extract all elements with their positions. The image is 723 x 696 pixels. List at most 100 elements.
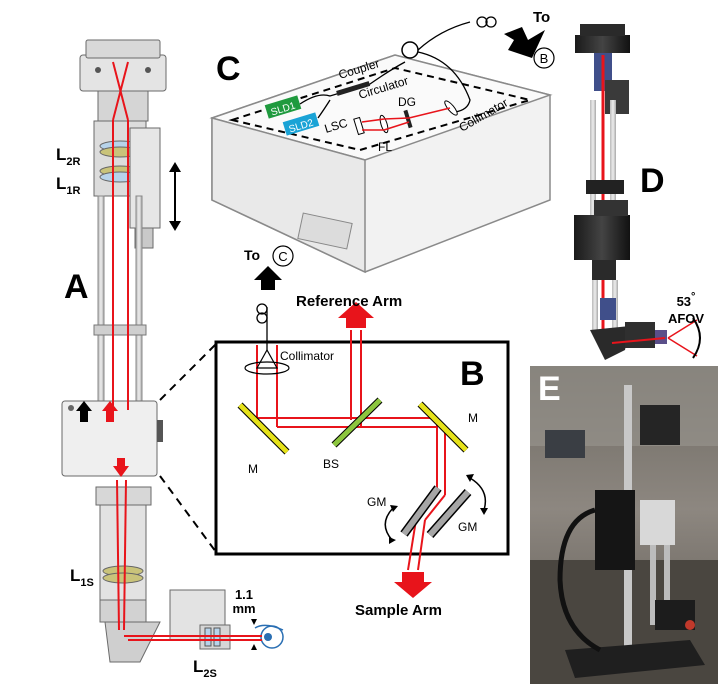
engine-dashed-outline <box>228 66 534 152</box>
label-target-c: C <box>278 249 287 264</box>
pupil-marker-top <box>251 619 257 625</box>
photo-top-stage <box>640 405 680 445</box>
label-to-b: To <box>533 9 550 26</box>
side-connector <box>157 420 163 442</box>
panel-b-schematic <box>214 266 510 598</box>
rotate-arrowhead-icon <box>480 508 488 515</box>
arrow-up-icon <box>169 162 181 172</box>
label-l2r: L2R <box>56 145 81 168</box>
lsc-camera <box>353 116 365 136</box>
fiber-loop-icon <box>476 16 488 28</box>
label-l2s: L2S <box>193 657 217 680</box>
sample-lens-tube <box>99 504 147 601</box>
fiber-loop-icon <box>485 16 497 28</box>
collimator-cone <box>255 348 279 369</box>
beamsplitter-bs-fill <box>332 398 382 447</box>
rail-left <box>97 195 105 403</box>
label-galvo-1: GM <box>367 495 386 509</box>
lens-l1s-rear <box>102 572 144 584</box>
d-top-cap <box>580 24 625 36</box>
top-clamp <box>85 39 161 59</box>
top-mount <box>79 54 167 92</box>
fiber-loop-icon <box>256 303 268 315</box>
d-cube-top <box>594 200 628 216</box>
label-mirror-left: M <box>248 462 258 476</box>
d-fold-block <box>590 326 630 360</box>
arrow-down-icon <box>169 221 181 231</box>
fiber-to-b <box>417 21 471 51</box>
afov-ray-bottom <box>667 337 698 357</box>
arrow-to-b-icon <box>504 27 545 58</box>
panel-a-device <box>61 39 284 663</box>
afov-label: AFOV <box>668 311 704 326</box>
sample-tube-collar <box>95 486 152 506</box>
sld2-box <box>282 112 320 136</box>
pupil-size-unit: mm <box>232 601 255 616</box>
d-rail-left <box>590 100 596 240</box>
eyelid-icon <box>254 624 284 631</box>
panel-b-beams <box>256 330 446 571</box>
label-beamsplitter: BS <box>323 457 339 471</box>
label-lsc: LSC <box>323 116 350 136</box>
galvo-mirror-2-fill <box>427 490 471 537</box>
fiber-sld2 <box>317 99 331 119</box>
d-clamp <box>586 180 624 194</box>
galvo-mirror-1-fill <box>401 486 441 536</box>
down-arrow-red <box>113 458 129 477</box>
circulator-component <box>401 41 419 59</box>
rail-clamp <box>93 324 147 336</box>
photo-cable <box>557 507 602 653</box>
up-arrow-red <box>102 401 118 422</box>
panel-c-engine <box>209 16 553 274</box>
label-dg: DG <box>398 95 416 109</box>
fiber-to-collimator <box>417 51 471 113</box>
eyepiece-tube <box>97 90 149 122</box>
d-collar <box>592 260 616 280</box>
scan-mount <box>99 599 147 623</box>
afov-arc <box>692 317 701 359</box>
screw-icon <box>145 67 151 73</box>
screw-icon <box>95 67 101 73</box>
fiber-loop-icon <box>256 312 268 324</box>
panel-d-device <box>574 24 701 360</box>
mirror-left-fill <box>238 403 289 454</box>
zoom-line-bottom <box>159 475 217 553</box>
panel-a-letter: A <box>64 268 89 306</box>
afov-value: 53° <box>677 291 696 309</box>
d-cube <box>574 215 630 260</box>
panel-a-beams <box>112 61 262 641</box>
d-beam-out <box>611 337 666 344</box>
fold-mirror-block <box>104 621 161 663</box>
sample-arm-arrow <box>394 572 432 598</box>
d-objective <box>655 330 667 344</box>
panel-e-letter: E <box>538 370 561 408</box>
label-l1r: L1R <box>56 174 81 197</box>
coupler-component <box>336 81 371 96</box>
mirror-right-fill <box>418 402 468 452</box>
label-fl: FL <box>378 140 392 154</box>
screw-icon <box>68 405 74 411</box>
d-rail-right <box>610 100 616 240</box>
pupil-marker-bottom <box>251 644 257 650</box>
photo-cube <box>595 490 635 570</box>
label-reference-arm: Reference Arm <box>296 293 402 310</box>
rotate-arrowhead-icon <box>389 537 396 544</box>
photo-monitor <box>545 430 585 458</box>
engine-beams <box>361 107 451 131</box>
panel-b-letter: B <box>460 355 485 393</box>
circle-b-icon <box>533 47 555 69</box>
d-stage <box>605 80 629 114</box>
reference-arm-arrow <box>338 302 374 328</box>
collimator-lens-b <box>244 361 290 375</box>
pupil-icon <box>264 633 272 641</box>
translation-stage <box>129 127 161 229</box>
label-collimator-b: Collimator <box>280 349 334 363</box>
front-panel-ports <box>297 212 353 250</box>
photo-red-knob <box>685 620 695 630</box>
panel-d-letter: D <box>640 162 665 200</box>
pupil-size-value: 1.1 <box>235 587 253 602</box>
panel-e-photo <box>530 366 718 684</box>
label-l1s: L1S <box>70 566 94 589</box>
d-lower-lens <box>600 298 616 320</box>
